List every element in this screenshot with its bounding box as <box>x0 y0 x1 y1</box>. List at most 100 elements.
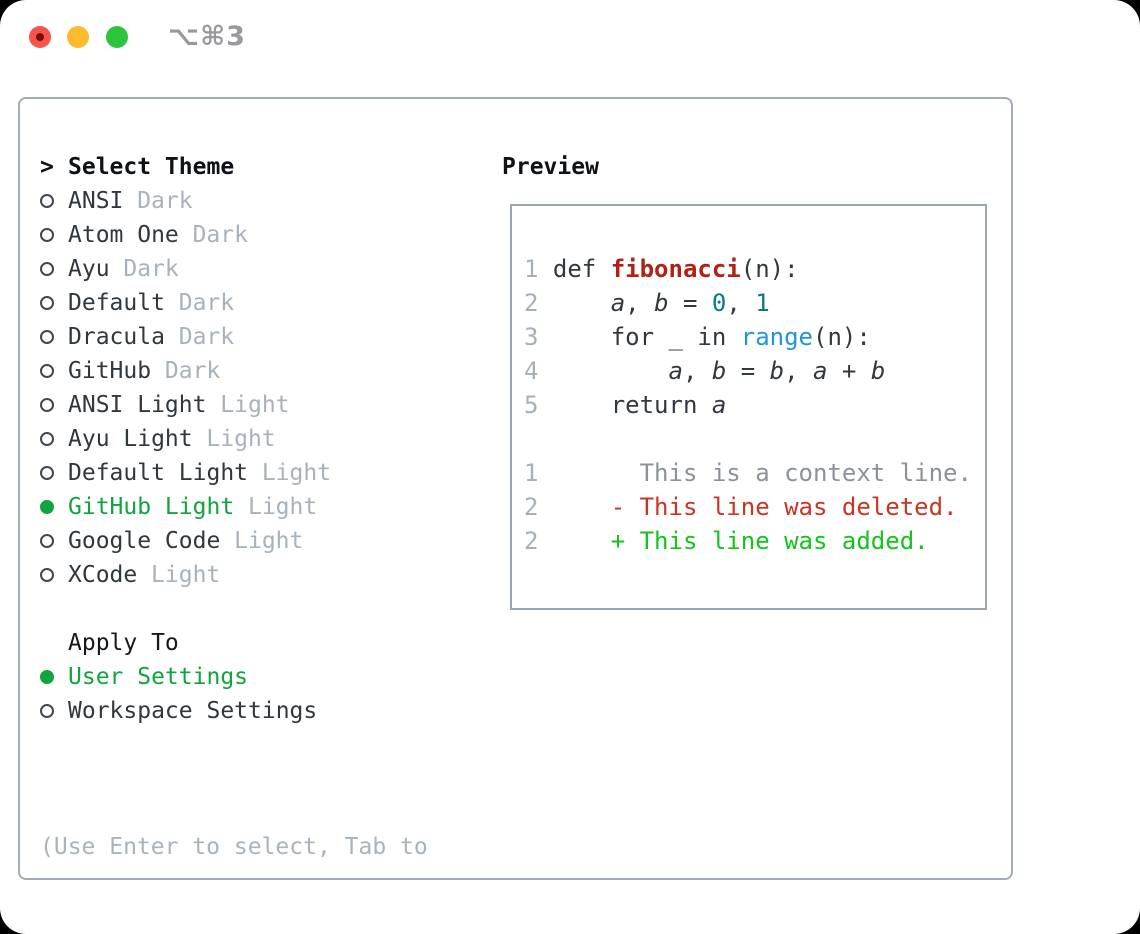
help-text: (Use Enter to select, Tab to change focu… <box>40 762 428 934</box>
close-button[interactable] <box>29 26 51 48</box>
code-token: (n): <box>740 255 799 283</box>
theme-option-github-light[interactable]: GitHub Light Light <box>40 490 428 524</box>
code-token: b <box>769 357 785 385</box>
code-line: 2 a, b = 0, 1 <box>524 289 770 317</box>
added-line: + This line was added. <box>610 527 929 555</box>
code-line: 5 return a <box>524 391 726 419</box>
code-token: for _ in <box>538 323 741 351</box>
theme-name: XCode <box>68 562 138 588</box>
theme-name: ANSI Light <box>68 392 207 418</box>
theme-variant: Dark <box>178 324 235 350</box>
spacer <box>40 728 428 762</box>
radio-icon <box>40 432 54 446</box>
code-token: , <box>682 357 712 385</box>
code-block: 1 def fibonacci(n): 2 a, b = 0, 1 3 for … <box>512 206 985 558</box>
theme-option-github-dark[interactable]: GitHub Dark <box>40 354 428 388</box>
code-token: def <box>538 255 611 283</box>
code-line: 3 for _ in range(n): <box>524 323 871 351</box>
theme-name: Ayu <box>68 256 110 282</box>
theme-option-ayu-light[interactable]: Ayu Light Light <box>40 422 428 456</box>
theme-name: Atom One <box>68 222 179 248</box>
theme-option-default-light[interactable]: Default Light Light <box>40 456 428 490</box>
code-token: 0 <box>711 289 727 317</box>
radio-icon <box>40 466 54 480</box>
code-token: a <box>610 289 626 317</box>
code-line: 1 This is a context line. <box>524 459 972 487</box>
theme-dialog-panel: > Select Theme ANSI Dark Atom One Dark A… <box>18 97 1013 880</box>
close-dot-icon <box>36 33 44 41</box>
theme-variant: Light <box>206 426 276 452</box>
code-token: a <box>668 357 683 385</box>
code-token <box>538 493 610 521</box>
code-token: , <box>726 289 756 317</box>
theme-variant: Light <box>220 392 290 418</box>
code-token: a <box>711 391 727 419</box>
theme-variant: Dark <box>164 358 221 384</box>
radio-icon <box>40 704 54 718</box>
preview-header: Preview <box>502 154 599 180</box>
radio-icon <box>40 398 54 412</box>
line-number: 2 <box>524 527 539 555</box>
code-token: b <box>654 289 669 317</box>
theme-name: Default Light <box>68 460 249 486</box>
theme-option-google-code-light[interactable]: Google Code Light <box>40 524 428 558</box>
list-title: Select Theme <box>68 154 235 180</box>
theme-variant: Dark <box>123 256 179 282</box>
theme-option-xcode-light[interactable]: XCode Light <box>40 558 428 592</box>
help-line: (Use Enter to select, Tab to <box>40 834 428 860</box>
theme-option-dracula-dark[interactable]: Dracula Dark <box>40 320 428 354</box>
line-number: 3 <box>524 323 539 351</box>
theme-option-atom-one-dark[interactable]: Atom One Dark <box>40 218 428 252</box>
radio-icon <box>40 330 54 344</box>
theme-name: GitHub <box>68 358 152 384</box>
code-line: 2 - This line was deleted. <box>524 493 957 521</box>
theme-option-ansi-light[interactable]: ANSI Light Light <box>40 388 428 422</box>
theme-option-ayu-dark[interactable]: Ayu Dark <box>40 252 428 286</box>
radio-icon <box>40 364 54 378</box>
code-token: = <box>668 289 712 317</box>
line-number: 1 <box>524 255 539 283</box>
theme-list-column: > Select Theme ANSI Dark Atom One Dark A… <box>40 150 428 934</box>
theme-variant: Light <box>234 528 304 554</box>
line-number: 4 <box>524 357 539 385</box>
window-title: ⌥⌘3 <box>168 21 246 52</box>
theme-name: GitHub Light <box>68 494 235 520</box>
code-token: 1 <box>755 289 770 317</box>
context-line: This is a context line. <box>538 459 972 487</box>
theme-name: ANSI <box>68 188 124 214</box>
prompt-icon: > <box>40 154 54 180</box>
maximize-button[interactable] <box>106 26 128 48</box>
line-number: 5 <box>524 391 539 419</box>
theme-variant: Light <box>151 562 221 588</box>
apply-option-workspace-settings[interactable]: Workspace Settings <box>40 694 428 728</box>
theme-option-ansi-dark[interactable]: ANSI Dark <box>40 184 428 218</box>
radio-selected-icon <box>40 500 54 514</box>
code-line: 1 def fibonacci(n): <box>524 255 799 283</box>
radio-selected-icon <box>40 670 54 684</box>
line-number: 1 <box>524 459 539 487</box>
apply-to-title: Apply To <box>68 630 179 656</box>
code-token: (n): <box>813 323 871 351</box>
code-token: b <box>870 357 886 385</box>
code-preview: 1 def fibonacci(n): 2 a, b = 0, 1 3 for … <box>510 204 987 610</box>
spacer <box>40 592 428 626</box>
theme-variant: Light <box>261 460 332 486</box>
line-number: 2 <box>524 493 539 521</box>
apply-option-user-settings[interactable]: User Settings <box>40 660 428 694</box>
theme-option-default-dark[interactable]: Default Dark <box>40 286 428 320</box>
code-line: 4 a, b = b, a + b <box>524 357 885 385</box>
minimize-button[interactable] <box>67 26 89 48</box>
theme-name: Default <box>68 290 165 316</box>
theme-variant: Light <box>247 494 318 520</box>
code-line: 2 + This line was added. <box>524 527 929 555</box>
code-token: b <box>711 357 727 385</box>
code-token: = <box>726 357 770 385</box>
code-token: , <box>625 289 655 317</box>
theme-variant: Dark <box>178 290 235 316</box>
theme-name: Google Code <box>68 528 221 554</box>
code-token: fibonacci <box>610 255 741 283</box>
code-token: , <box>784 357 814 385</box>
theme-variant: Dark <box>192 222 248 248</box>
code-token: range <box>740 323 813 351</box>
